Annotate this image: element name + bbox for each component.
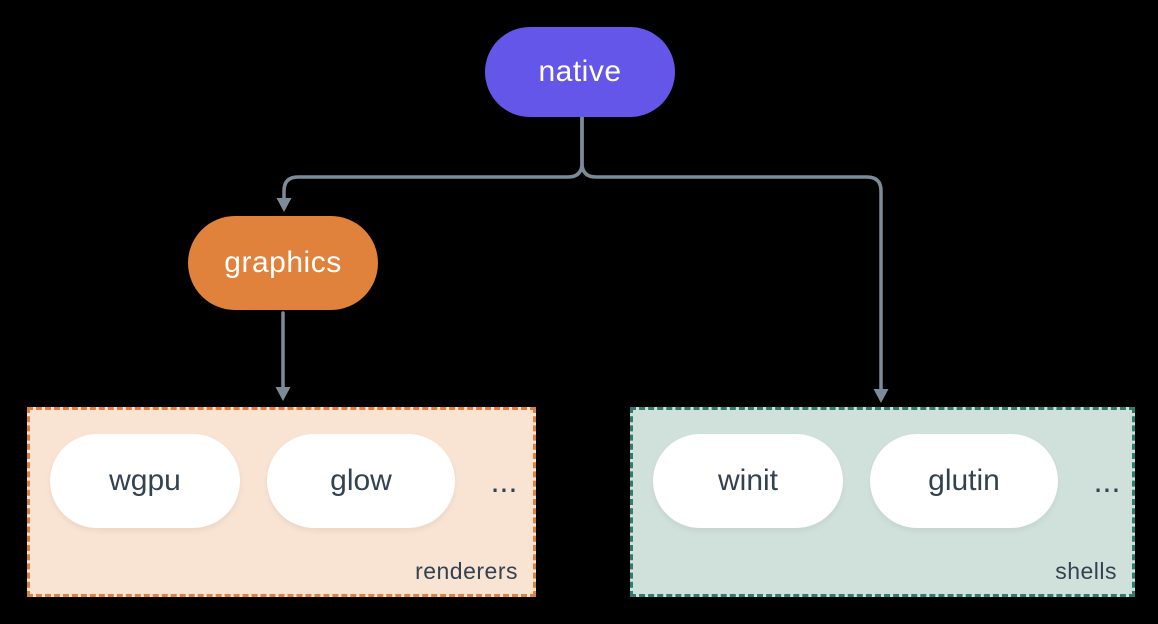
pill-wgpu: wgpu [50, 434, 240, 528]
renderers-more-indicator: ... [490, 462, 518, 499]
node-native: native [485, 27, 675, 117]
node-graphics: graphics [188, 216, 378, 310]
pill-wgpu-label: wgpu [109, 464, 181, 497]
arrowhead-renderers [275, 387, 291, 401]
arrowhead-shells [873, 389, 889, 403]
edge-native-shells [580, 114, 883, 392]
pill-glutin-label: glutin [928, 464, 1000, 497]
shells-more-indicator: ... [1093, 462, 1121, 499]
group-renderers-label: renderers [415, 558, 518, 584]
group-shells: winit glutin ... shells [630, 407, 1135, 597]
pill-winit: winit [653, 434, 843, 528]
node-graphics-label: graphics [224, 246, 342, 279]
arrowhead-graphics [276, 198, 292, 212]
pill-glow: glow [267, 434, 455, 528]
pill-glow-label: glow [330, 464, 392, 497]
pill-glutin: glutin [870, 434, 1058, 528]
edge-native-graphics [282, 114, 584, 201]
group-renderers: wgpu glow ... renderers [27, 407, 536, 597]
pill-winit-label: winit [717, 464, 778, 497]
node-native-label: native [538, 55, 622, 88]
group-shells-label: shells [1055, 558, 1117, 584]
